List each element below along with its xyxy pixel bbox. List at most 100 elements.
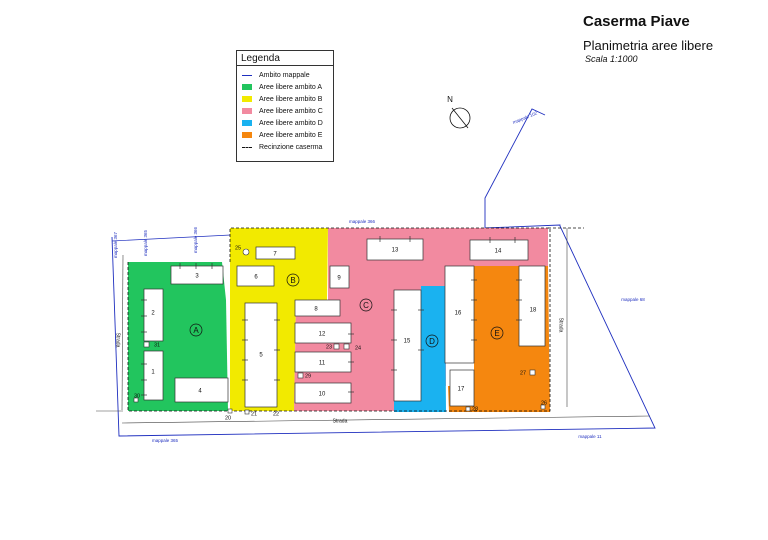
building-8-label: 8 [314, 307, 318, 313]
building-15-label: 15 [404, 339, 411, 345]
building-3 [170, 265, 224, 285]
zone-c-label: C [363, 301, 369, 310]
parcel-label-right: mappale 68 [621, 297, 645, 302]
marker-box-21 [244, 409, 250, 415]
zone-e-label: E [494, 329, 499, 338]
marker-box-20 [227, 408, 233, 414]
building-5 [244, 302, 278, 408]
legend-item-ambito-b: Aree libere ambito B [237, 93, 333, 105]
marker-box-28 [465, 406, 471, 412]
marker-box-29 [297, 372, 304, 379]
marker-24-label: 24 [355, 345, 361, 351]
legend-item-ambito-a: Aree libere ambito A [237, 81, 333, 93]
marker-26-label: 26 [541, 400, 547, 406]
building-4 [174, 377, 229, 403]
map-subtitle: Planimetria aree libere [583, 38, 714, 53]
legend-swatch-c [242, 108, 252, 114]
parcel-label-left-3: mappale 366 [193, 226, 198, 253]
marker-22-label: 22 [273, 411, 279, 417]
building-3-label: 3 [195, 274, 199, 280]
legend-swatch-d [242, 120, 252, 126]
legend-swatch-line [242, 74, 252, 76]
building-7-label: 7 [273, 252, 277, 258]
building-1 [143, 350, 164, 401]
legend-item-ambito-e: Aree libere ambito E [237, 129, 333, 141]
legend-title: Legenda [237, 51, 333, 66]
north-arrow-icon [449, 107, 471, 129]
building-15 [393, 289, 422, 402]
building-10-label: 10 [319, 392, 326, 398]
building-13 [366, 238, 424, 261]
parcel-label-bottom-right: mappale 11 [578, 434, 602, 439]
parcel-label-bottom-left: mappale 365 [152, 438, 179, 443]
legend-label: Recinzione caserma [259, 143, 323, 151]
marker-box-30 [133, 397, 139, 403]
marker-29-label: 29 [305, 373, 311, 379]
fence [127, 227, 551, 412]
marker-23-label: 23 [326, 344, 332, 350]
street-edge [121, 415, 651, 424]
parcel-boundary [111, 108, 656, 437]
marker-box-27 [529, 369, 536, 376]
building-8 [294, 299, 341, 317]
building-1-label: 1 [151, 370, 155, 376]
street-bottom-label: Strada [333, 418, 348, 424]
street-right-label: Strada [558, 318, 564, 333]
parcel-label-left-1: mappale 367 [113, 231, 118, 258]
legend-label: Ambito mappale [259, 71, 310, 79]
marker-box-31 [143, 341, 150, 348]
street-edge [121, 254, 124, 411]
marker-31-label: 31 [154, 342, 160, 348]
building-6 [236, 265, 275, 287]
street-left-label: Strada [115, 333, 121, 348]
legend-item-recinzione: Recinzione caserma [237, 141, 333, 153]
building-13-label: 13 [392, 248, 399, 254]
legend-item-ambito-d: Aree libere ambito D [237, 117, 333, 129]
north-label: N [447, 95, 453, 104]
building-10 [294, 382, 352, 404]
marker-box-24 [343, 343, 350, 350]
building-9-label: 9 [337, 276, 341, 282]
parcel-label-left-2: mappale 365 [143, 229, 148, 256]
marker-28-label: 28 [472, 406, 478, 412]
zone-e-circle [490, 326, 504, 340]
building-16 [444, 265, 475, 364]
zone-b-label: B [290, 276, 295, 285]
building-18 [518, 265, 546, 347]
legend-item-ambito-mappale: Ambito mappale [237, 69, 333, 81]
building-6-label: 6 [254, 275, 258, 281]
legend-swatch-dash [242, 146, 252, 148]
building-14 [469, 239, 529, 261]
zone-d-circle [425, 334, 439, 348]
legend-label: Aree libere ambito B [259, 95, 323, 103]
building-7 [255, 246, 296, 260]
building-2 [143, 288, 164, 342]
zone-c-circle [359, 298, 373, 312]
legend-swatch-a [242, 84, 252, 90]
legend-label: Aree libere ambito A [259, 83, 323, 91]
marker-21-label: 21 [251, 411, 257, 417]
legend-item-ambito-c: Aree libere ambito C [237, 105, 333, 117]
zone-b-circle [286, 273, 300, 287]
legend-label: Aree libere ambito E [259, 131, 323, 139]
building-9 [329, 265, 350, 289]
building-18-label: 18 [530, 308, 537, 314]
building-17-label: 17 [458, 387, 465, 393]
marker-25-label: 25 [235, 245, 241, 251]
map-scale: Scala 1:1000 [585, 54, 638, 64]
building-17 [449, 369, 475, 407]
building-4-label: 4 [198, 389, 202, 395]
legend-swatch-e [242, 132, 252, 138]
legend-label: Aree libere ambito D [259, 119, 323, 127]
building-16-label: 16 [455, 311, 462, 317]
marker-20-label: 20 [225, 415, 231, 421]
building-12-label: 12 [319, 332, 326, 338]
building-5-label: 5 [259, 353, 263, 359]
map-title: Caserma Piave [583, 13, 690, 30]
marker-circle-25 [242, 248, 250, 256]
marker-30-label: 30 [134, 393, 140, 399]
marker-box-26 [540, 404, 546, 410]
legend-label: Aree libere ambito C [259, 107, 323, 115]
legend: Legenda Ambito mappale Aree libere ambit… [236, 50, 334, 162]
